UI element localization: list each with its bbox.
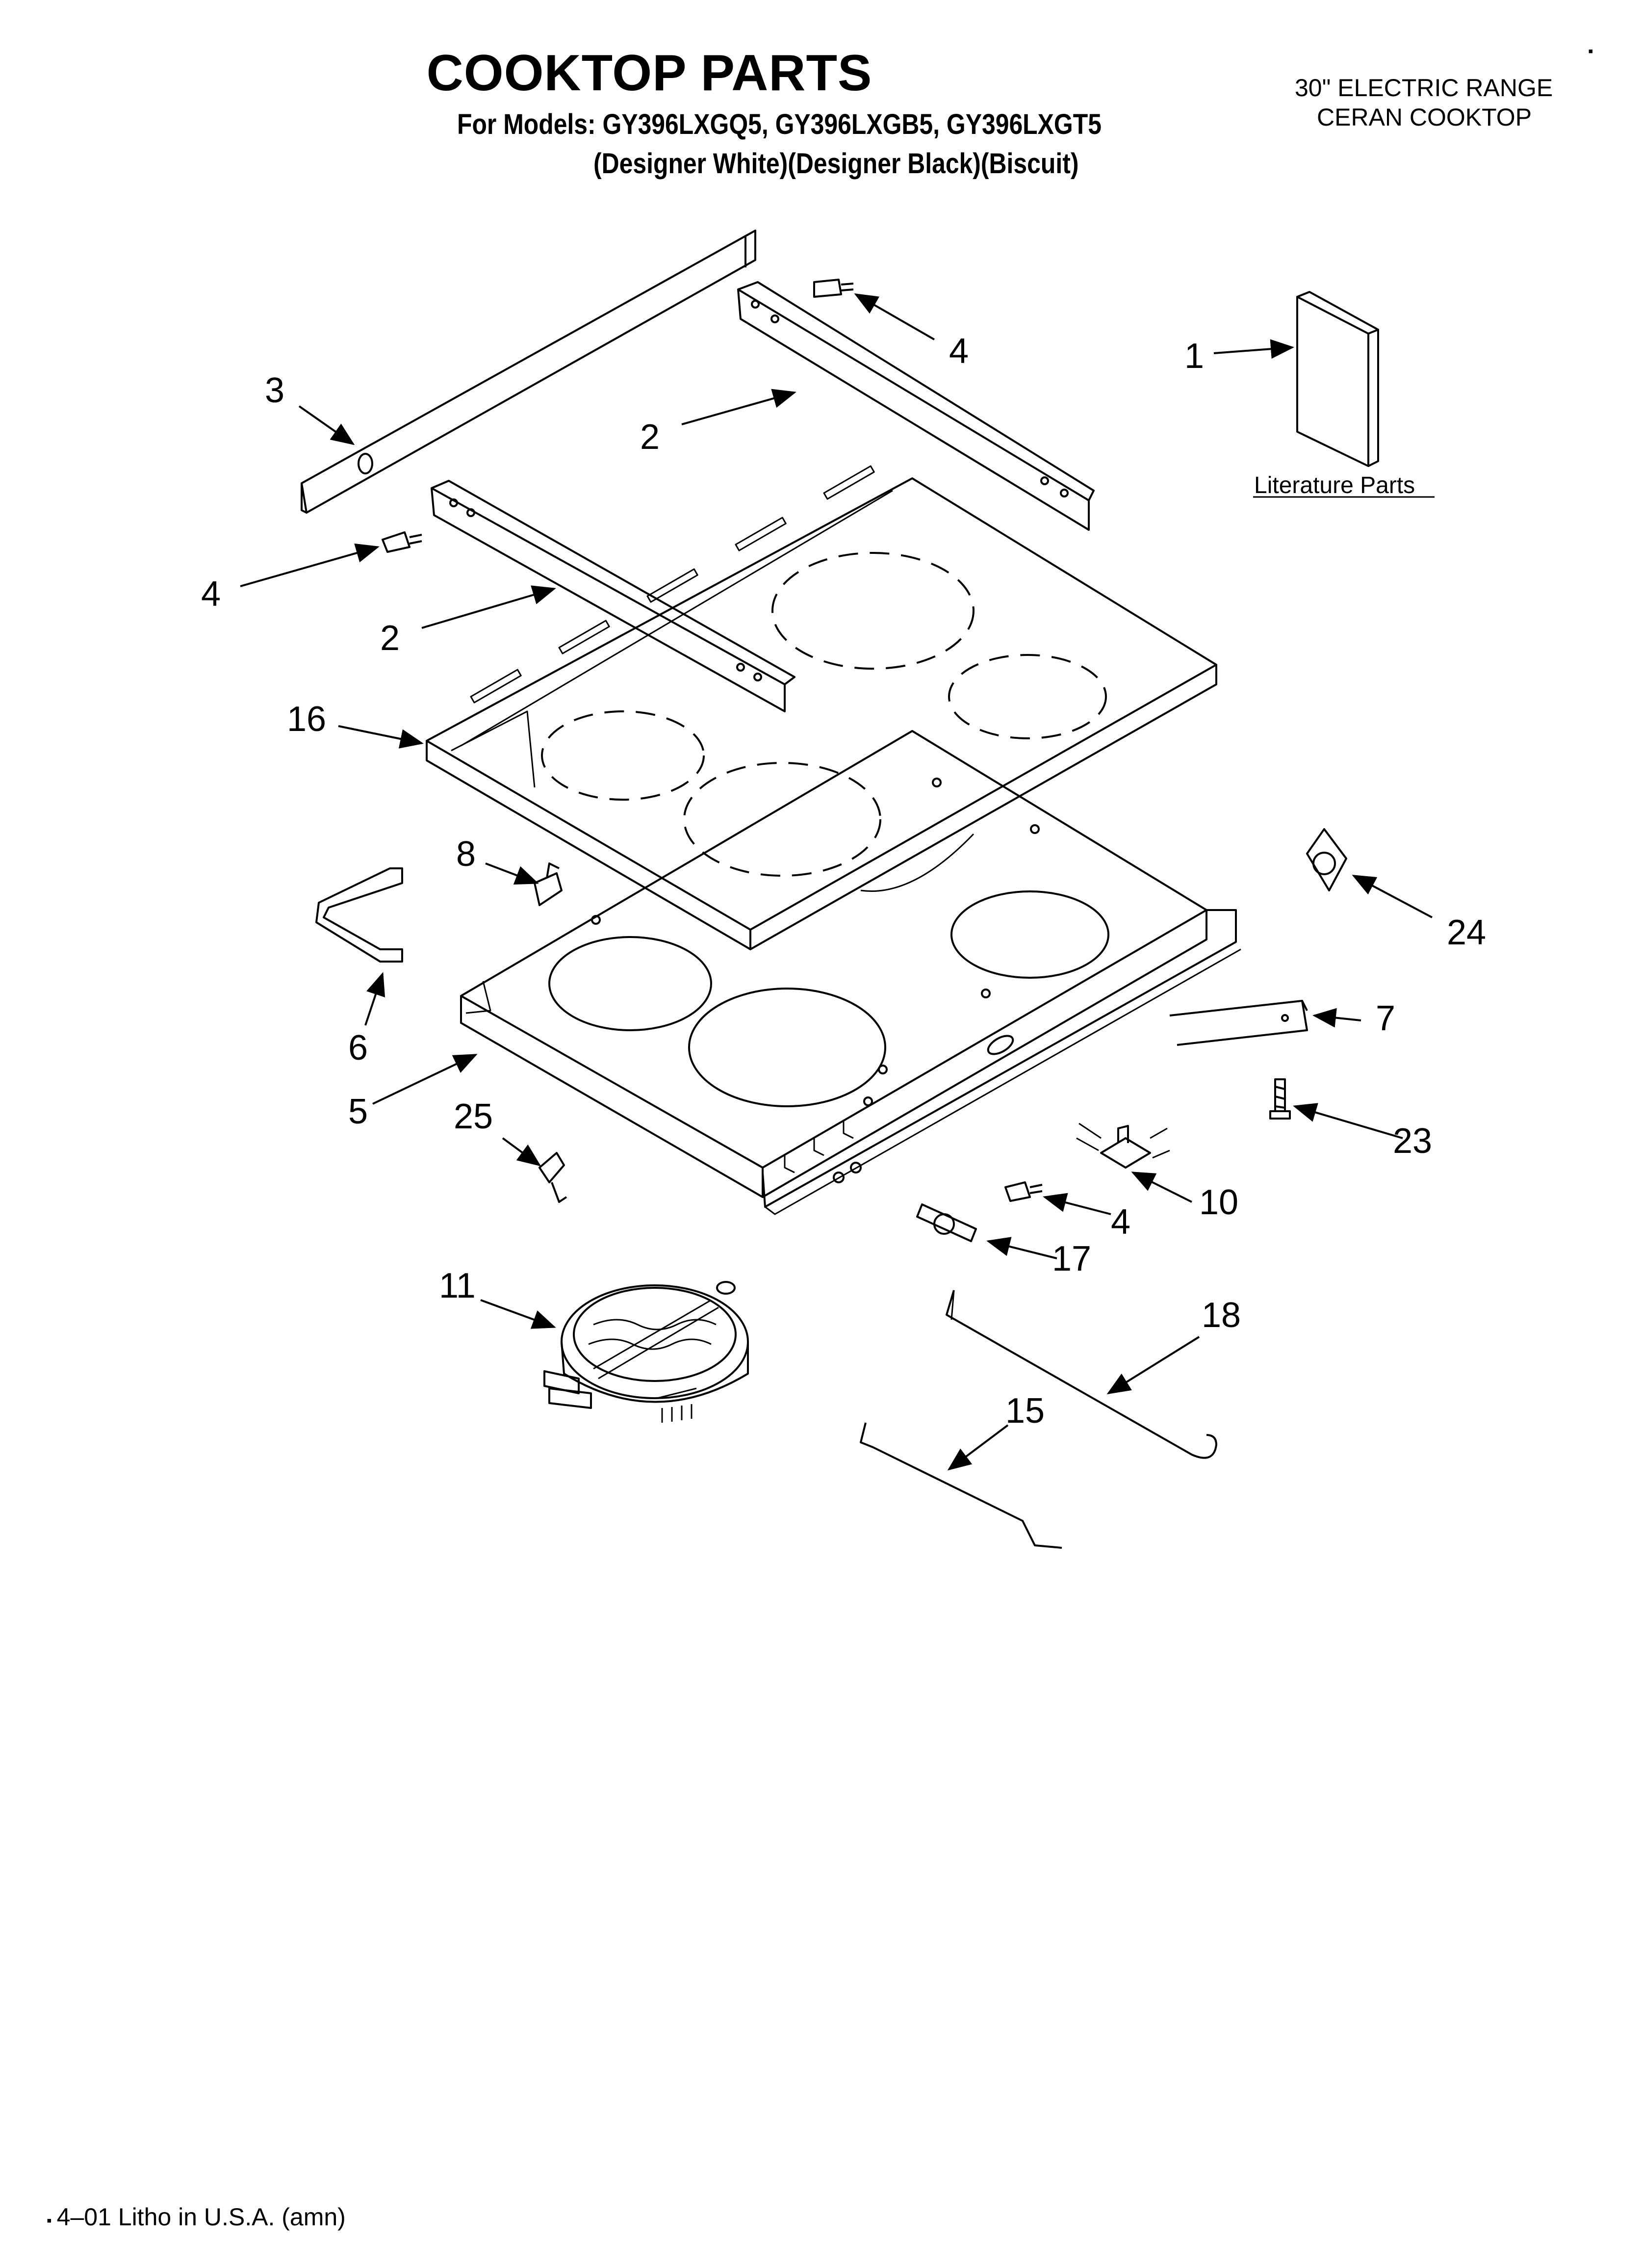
leader-arrows <box>240 293 1433 1471</box>
terminal-bracket-part <box>1169 1000 1308 1046</box>
callout-5: 5 <box>348 1092 368 1131</box>
range-type-label: 30" ELECTRIC RANGE <box>1295 74 1553 102</box>
footer-mark: ▪ <box>47 2213 52 2229</box>
rear-rail-part <box>301 230 756 514</box>
wire-18-part <box>946 1290 1217 1459</box>
callout-4-right: 4 <box>1111 1202 1130 1242</box>
callout-1: 1 <box>1184 337 1204 376</box>
callout-25: 25 <box>454 1097 493 1136</box>
callout-4-left: 4 <box>201 574 221 614</box>
bracket-upper-part <box>737 281 1095 531</box>
bracket-6-part <box>315 867 403 963</box>
screw-upper-part <box>813 279 854 298</box>
screw-23-part <box>1269 1078 1291 1120</box>
glass-cooktop-part <box>426 465 1217 950</box>
screw-left-part <box>382 531 422 553</box>
callout-8: 8 <box>456 834 476 874</box>
callout-24: 24 <box>1447 913 1486 952</box>
footer-text: 4–01 Litho in U.S.A. (amn) <box>56 2203 346 2231</box>
callout-4-top: 4 <box>949 332 969 371</box>
part-17 <box>916 1203 977 1242</box>
callout-3: 3 <box>265 371 284 410</box>
callout-18: 18 <box>1202 1296 1241 1335</box>
callout-2-lower: 2 <box>380 619 400 658</box>
literature-parts-label: Literature Parts <box>1254 472 1415 498</box>
callout-17: 17 <box>1052 1239 1091 1278</box>
models-subtitle: For Models: GY396LXGQ5, GY396LXGB5, GY39… <box>457 108 1102 140</box>
radiant-element-part <box>543 1281 749 1423</box>
callout-2-upper: 2 <box>640 417 660 457</box>
callout-16: 16 <box>287 700 326 739</box>
callout-7: 7 <box>1376 999 1395 1038</box>
page-title: COOKTOP PARTS <box>426 45 872 102</box>
callout-11: 11 <box>439 1266 476 1305</box>
terminal-block-part <box>1076 1122 1170 1169</box>
callout-6: 6 <box>348 1028 368 1068</box>
wire-15-part <box>860 1422 1062 1549</box>
colors-subtitle: (Designer White)(Designer Black)(Biscuit… <box>593 148 1079 180</box>
screw-right-part <box>1004 1181 1043 1202</box>
corner-mark: ▪ <box>1588 43 1593 59</box>
clip-8-part <box>534 862 563 906</box>
callout-10: 10 <box>1199 1183 1238 1222</box>
cooktop-frame-part <box>460 730 1241 1215</box>
limiter-part <box>1306 828 1347 891</box>
print-footer: ▪4–01 Litho in U.S.A. (amn) <box>47 2203 346 2231</box>
clip-25-part <box>539 1152 567 1203</box>
cooktop-type-label: CERAN COOKTOP <box>1317 104 1532 131</box>
callout-15: 15 <box>1005 1391 1045 1431</box>
literature-part <box>1296 291 1379 467</box>
callout-23: 23 <box>1393 1121 1432 1161</box>
bracket-lower-part <box>431 480 795 712</box>
